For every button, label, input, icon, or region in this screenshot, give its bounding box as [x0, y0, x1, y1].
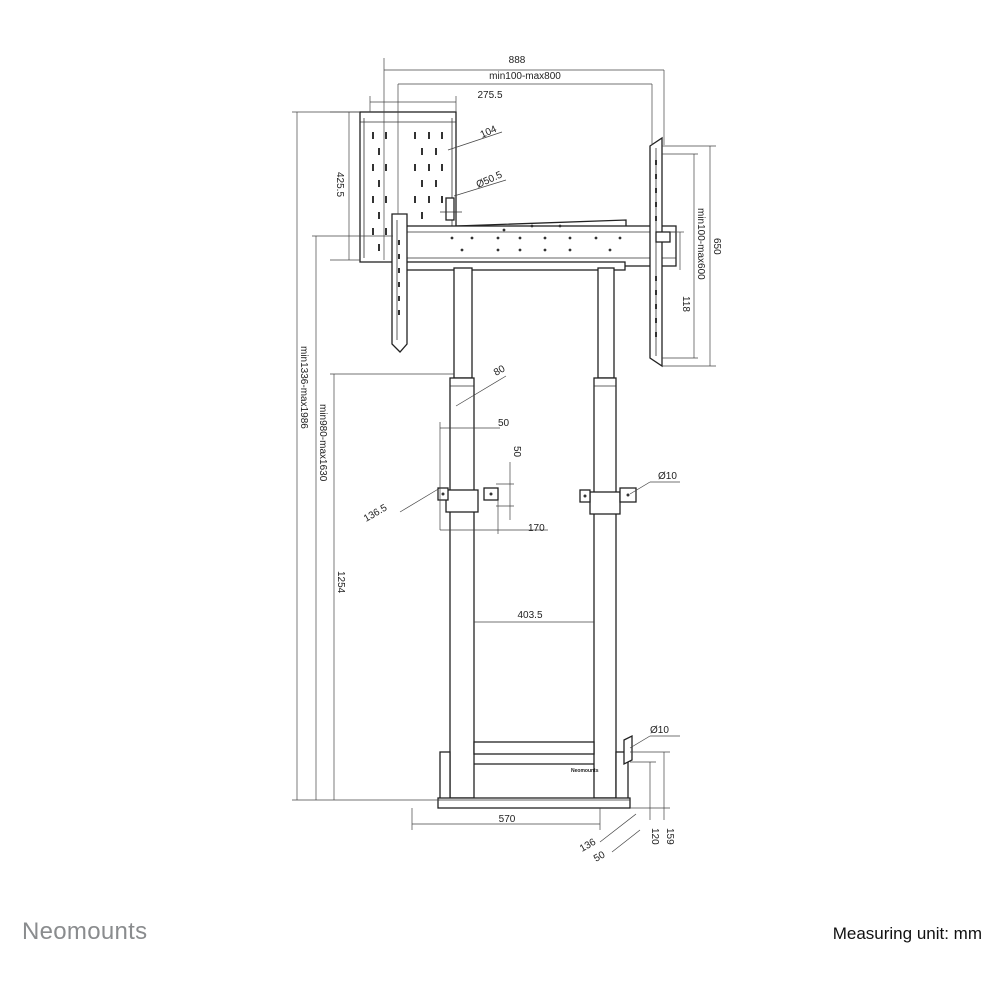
- dim-overall-width: 888: [509, 55, 526, 66]
- right-column: [593, 267, 617, 799]
- right-clamp: [579, 487, 637, 515]
- base-frame: Neomounts: [437, 734, 633, 809]
- dim-hole-diameter-top: Ø10: [658, 471, 677, 482]
- dim-hole-diameter-bottom: Ø10: [650, 725, 669, 736]
- dim-shelf-height: 425.5: [334, 172, 345, 197]
- dim-vesa-height: min100-max600: [695, 208, 706, 280]
- dim-bracket-height: 650: [711, 238, 722, 255]
- dim-shelf-depth: 104: [479, 124, 499, 141]
- dim-base-width: 570: [499, 814, 516, 825]
- dim-base-foot: 50: [592, 849, 608, 864]
- dim-column-depth: 80: [492, 363, 508, 378]
- dim-overall-height: min1336-max1986: [298, 346, 309, 429]
- dim-base-depth: 136: [578, 837, 598, 855]
- dim-clamp-spacing: 170: [528, 523, 545, 534]
- dim-clamp-height: 50: [511, 446, 522, 458]
- measuring-unit: Measuring unit: mm: [832, 924, 982, 943]
- shelf-pole: [440, 197, 462, 221]
- dim-base-height-2: 159: [664, 828, 675, 845]
- dim-rail-height: 118: [680, 296, 691, 312]
- dimension-labels: 888 min100-max800 275.5 104 Ø50.5 425.5 …: [298, 55, 722, 865]
- shelf-slots: [372, 132, 443, 251]
- mounting-rail: [392, 219, 677, 271]
- dimension-lines: [292, 58, 716, 853]
- left-column: [449, 267, 475, 799]
- dim-clamp-offset: 136.5: [362, 502, 390, 524]
- brand-logo: Neomounts: [22, 918, 148, 945]
- dim-shelf-width: 275.5: [477, 90, 502, 101]
- dim-fixed-height: 1254: [335, 571, 346, 594]
- dim-column-spacing: 403.5: [517, 610, 542, 621]
- dim-clamp-width: 50: [498, 418, 510, 429]
- dim-base-height-1: 120: [649, 828, 660, 845]
- left-clamp: [437, 487, 499, 513]
- dim-mount-height: min980-max1630: [317, 404, 328, 482]
- base-brand-label: Neomounts: [571, 768, 599, 774]
- rail-holes: [450, 224, 622, 252]
- dim-vesa-width: min100-max800: [489, 71, 561, 82]
- left-vesa-bracket: [391, 213, 408, 353]
- dim-pole-diameter: Ø50.5: [475, 169, 505, 190]
